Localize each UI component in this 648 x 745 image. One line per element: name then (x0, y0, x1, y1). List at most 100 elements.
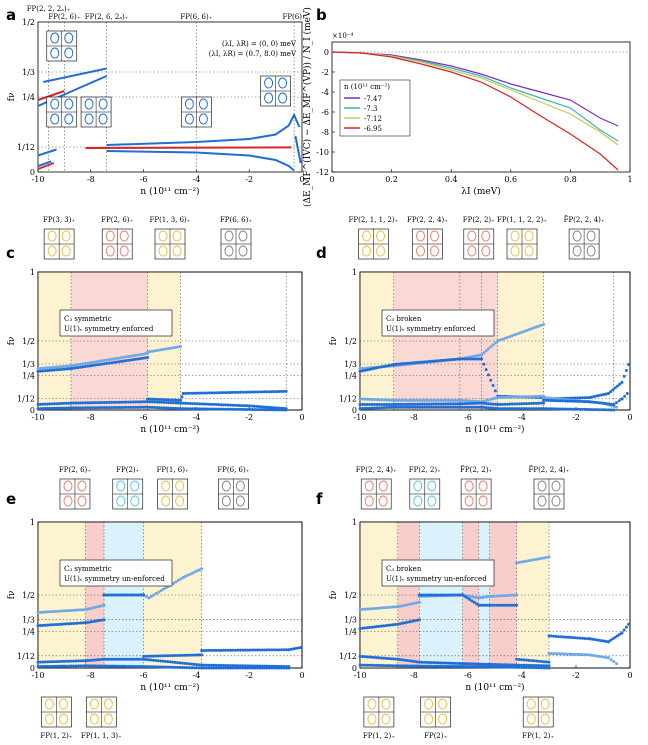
data-point (217, 648, 221, 652)
data-point (107, 593, 111, 597)
data-point (590, 653, 594, 657)
data-point (474, 596, 478, 600)
panel-label-b: b (316, 6, 327, 24)
phase-icon-orbital (537, 480, 547, 492)
data-point (430, 398, 434, 402)
data-point (97, 604, 101, 608)
x-tick-label: -6 (140, 671, 148, 680)
data-point (100, 664, 104, 668)
data-point (505, 402, 509, 406)
data-point (534, 407, 538, 411)
data-point (95, 658, 99, 662)
data-point (377, 656, 381, 660)
data-point (71, 366, 75, 370)
data-point (496, 663, 500, 667)
data-point (153, 349, 157, 353)
data-point (493, 594, 497, 598)
data-point (104, 593, 108, 597)
phase-icon-orbital (158, 245, 168, 257)
data-point (173, 660, 177, 664)
data-point (609, 408, 613, 412)
data-point (243, 407, 247, 411)
data-point (65, 609, 69, 613)
data-point (580, 396, 584, 400)
data-point (209, 648, 213, 652)
phase-icon-orbital (44, 698, 54, 710)
data-point (57, 660, 61, 664)
data-point (139, 657, 143, 661)
data-point (486, 665, 490, 669)
data-point (86, 620, 90, 624)
data-point (401, 664, 405, 668)
data-point (365, 607, 369, 611)
data-point (413, 398, 417, 402)
data-point (611, 637, 615, 641)
data-point (234, 648, 238, 652)
data-point (79, 401, 83, 405)
data-point (551, 399, 555, 403)
data-point (496, 339, 500, 343)
data-point (57, 402, 61, 406)
data-point (532, 666, 536, 670)
data-point (167, 346, 171, 350)
data-point (539, 394, 543, 398)
data-point (460, 357, 464, 361)
data-point (441, 664, 445, 668)
data-point (176, 401, 180, 405)
data-point (451, 661, 455, 665)
phase-label: FP(2, 6)₊ (59, 466, 91, 474)
panel-label-f: f (316, 490, 323, 508)
data-point (155, 400, 159, 404)
data-point (91, 664, 95, 668)
data-point (475, 357, 479, 361)
data-point (627, 362, 631, 366)
data-point (363, 397, 367, 401)
data-point (368, 397, 372, 401)
data-point (179, 577, 183, 581)
data-point (535, 666, 539, 670)
data-point (427, 360, 431, 364)
data-point (217, 391, 221, 395)
data-point (470, 399, 474, 403)
x-axis-label: n (10¹¹ cm⁻²) (140, 424, 199, 435)
data-point (112, 360, 116, 364)
data-point (79, 659, 83, 663)
data-point (72, 621, 76, 625)
data-point (401, 658, 405, 662)
data-point (282, 648, 286, 652)
data-point (439, 405, 443, 409)
data-point (408, 620, 412, 624)
data-point (417, 593, 421, 597)
data-point (76, 659, 80, 663)
data-point (64, 401, 68, 405)
data-point (377, 402, 381, 406)
data-point (420, 660, 424, 664)
data-point (251, 390, 255, 394)
data-point (282, 408, 286, 412)
data-point (111, 657, 115, 661)
data-point (372, 607, 376, 611)
data-point (398, 604, 402, 608)
data-point (148, 350, 152, 354)
data-point (525, 407, 529, 411)
data-point (468, 401, 471, 405)
data-point (228, 403, 232, 407)
data-point (100, 604, 104, 608)
data-point (456, 664, 460, 668)
data-point (50, 402, 54, 406)
data-point (57, 622, 61, 626)
data-point (150, 405, 154, 409)
data-point (272, 648, 276, 652)
data-point (411, 402, 415, 406)
data-point (465, 357, 469, 361)
data-point (272, 408, 276, 412)
phase-icon-orbital (158, 230, 168, 242)
data-point (413, 405, 417, 409)
data-point (539, 323, 543, 327)
data-point (505, 594, 509, 598)
x-tick-label: -8 (410, 671, 418, 680)
data-point (160, 400, 164, 404)
data-point (79, 362, 83, 366)
phase-icon-orbital (63, 480, 73, 492)
data-point (363, 406, 367, 410)
